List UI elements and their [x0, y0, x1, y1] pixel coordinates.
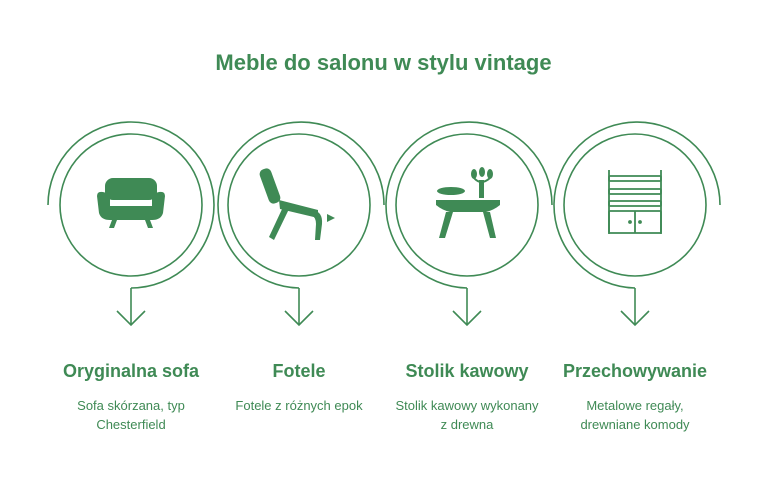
cabinet-icon — [608, 170, 662, 234]
step-4-label: Przechowywanie — [562, 361, 708, 381]
armchair-icon — [259, 168, 335, 240]
step-1-description: Sofa skórzana, typ Chesterfield — [77, 398, 185, 432]
step-2-connector — [217, 121, 385, 327]
step-4-connector — [553, 121, 721, 327]
step-1-label: Oryginalna sofa — [62, 361, 200, 381]
step-1-circle — [59, 133, 203, 277]
coffee-table-icon — [436, 167, 500, 238]
step-1-connector — [47, 121, 215, 327]
step-3-label: Stolik kawowy — [405, 361, 529, 381]
diagram-title: Meble do salonu w stylu vintage — [215, 50, 552, 75]
step-2-label: Fotele — [272, 361, 326, 381]
step-3-circle — [395, 133, 539, 277]
step-4-description: Metalowe regały, drewniane komody — [580, 398, 690, 432]
step-2-circle — [227, 133, 371, 277]
sofa-icon — [97, 178, 165, 228]
step-3-connector — [385, 121, 553, 327]
step-3-description: Stolik kawowy wykonany z drewna — [395, 398, 539, 432]
step-2-description: Fotele z różnych epok — [235, 398, 363, 413]
step-4-circle — [563, 133, 707, 277]
